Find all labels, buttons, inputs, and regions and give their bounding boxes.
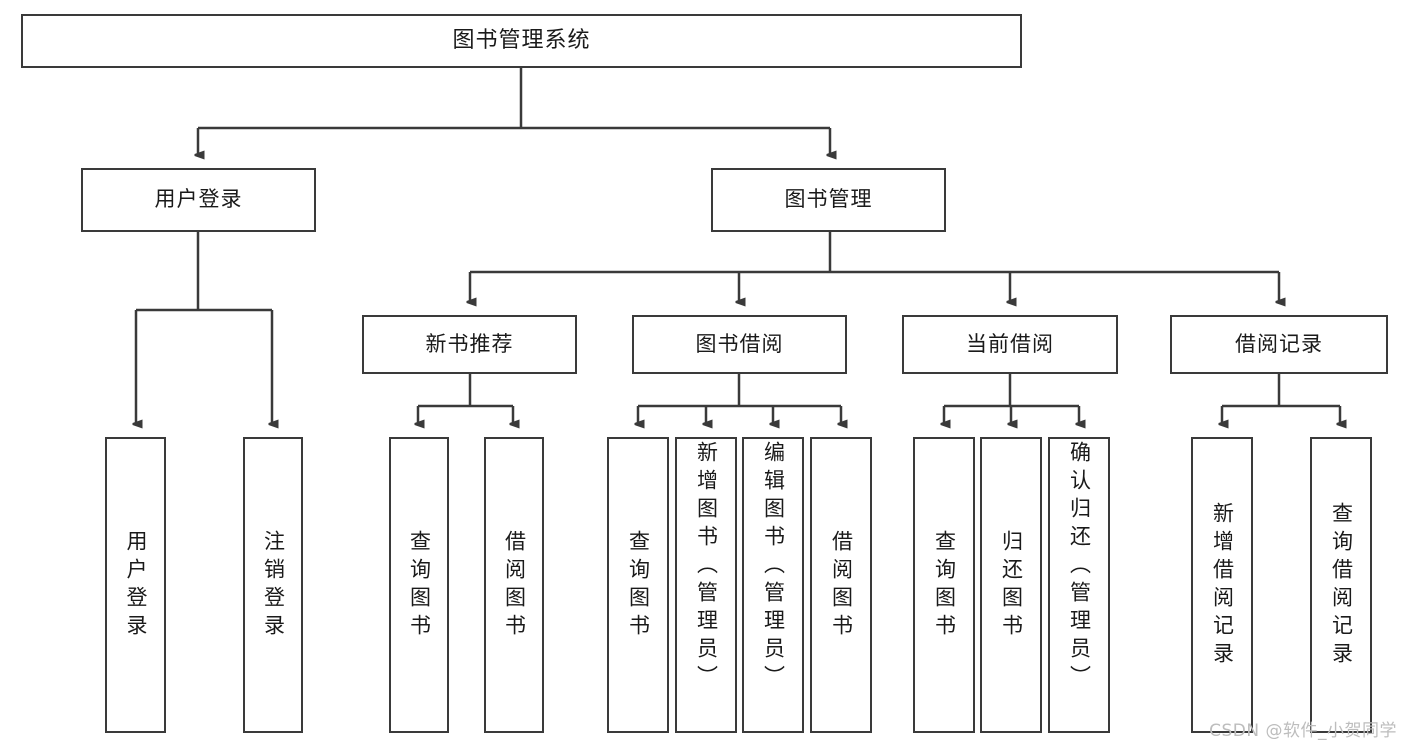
leaf-query-book-new[interactable]: 查询图书 — [389, 437, 449, 733]
node-label: 用户登录 — [124, 530, 148, 642]
node-label: 借阅记录 — [1235, 331, 1323, 356]
node-book-borrow[interactable]: 图书借阅 — [632, 315, 847, 374]
leaf-return-book[interactable]: 归还图书 — [980, 437, 1042, 733]
node-user-login[interactable]: 用户登录 — [81, 168, 316, 232]
node-current-borrow[interactable]: 当前借阅 — [902, 315, 1118, 374]
node-new-book-recommend[interactable]: 新书推荐 — [362, 315, 577, 374]
leaf-query-borrow-record[interactable]: 查询借阅记录 — [1310, 437, 1372, 733]
node-label: 查询图书 — [407, 530, 432, 642]
node-label: 借阅图书 — [502, 530, 527, 642]
node-label: 新增图书（管理员） — [694, 441, 719, 693]
leaf-borrow-book[interactable]: 借阅图书 — [810, 437, 872, 733]
leaf-logout[interactable]: 注销登录 — [243, 437, 303, 733]
node-label: 新增借阅记录 — [1210, 502, 1235, 670]
leaf-borrow-book-new[interactable]: 借阅图书 — [484, 437, 544, 733]
node-borrow-record[interactable]: 借阅记录 — [1170, 315, 1388, 374]
leaf-query-book-borrow[interactable]: 查询图书 — [607, 437, 669, 733]
leaf-query-book-current[interactable]: 查询图书 — [913, 437, 975, 733]
node-label: 图书管理系统 — [452, 27, 591, 53]
node-label: 查询借阅记录 — [1329, 502, 1354, 670]
node-label: 确认归还（管理员） — [1067, 441, 1092, 693]
leaf-edit-book-admin[interactable]: 编辑图书（管理员） — [742, 437, 804, 733]
node-label: 用户登录 — [154, 187, 243, 212]
node-label: 编辑图书（管理员） — [761, 441, 786, 693]
node-label: 查询图书 — [932, 530, 957, 642]
leaf-add-borrow-record[interactable]: 新增借阅记录 — [1191, 437, 1253, 733]
node-label: 借阅图书 — [829, 530, 854, 642]
node-label: 归还图书 — [999, 530, 1024, 642]
node-label: 新书推荐 — [425, 331, 514, 356]
node-label: 图书管理 — [784, 187, 873, 212]
node-label: 图书借阅 — [695, 331, 784, 356]
leaf-add-book-admin[interactable]: 新增图书（管理员） — [675, 437, 737, 733]
csdn-watermark: CSDN @软件_小贺同学 — [1209, 721, 1397, 741]
node-label: 查询图书 — [626, 530, 651, 642]
leaf-confirm-return-admin[interactable]: 确认归还（管理员） — [1048, 437, 1110, 733]
node-label: 当前借阅 — [966, 331, 1054, 356]
node-label: 注销登录 — [261, 530, 286, 642]
node-root-library-system[interactable]: 图书管理系统 — [21, 14, 1022, 68]
leaf-user-login[interactable]: 用户登录 — [105, 437, 166, 733]
node-book-management[interactable]: 图书管理 — [711, 168, 946, 232]
